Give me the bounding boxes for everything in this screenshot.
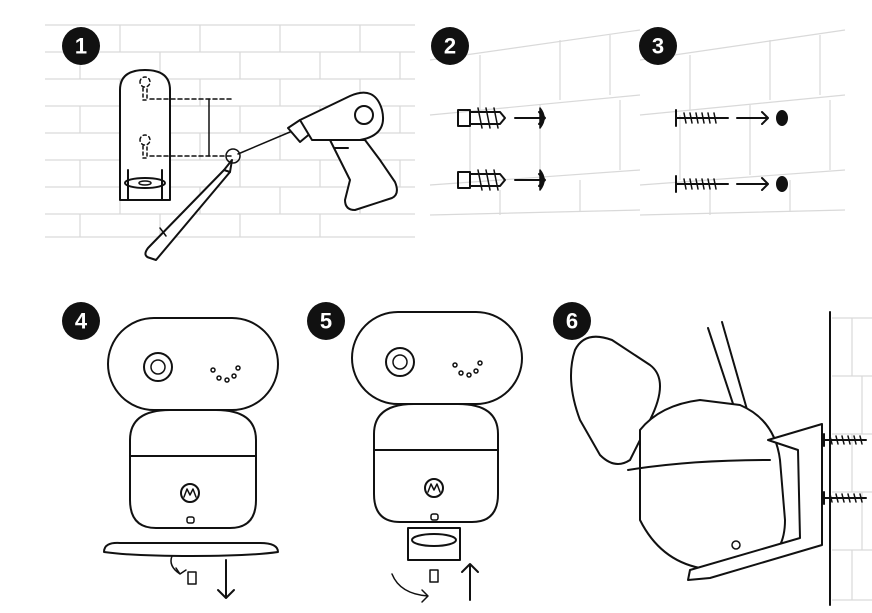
drilled-hole: [539, 169, 545, 191]
step-5-number: 5: [320, 309, 332, 334]
screw-icon: [675, 109, 729, 127]
brick-wall-2: [429, 29, 641, 216]
measure-lines: [149, 98, 241, 164]
drill-icon: [237, 91, 398, 211]
arrow-right-icon: [736, 177, 769, 191]
step-6-panel: 6: [553, 302, 872, 606]
camera-icon: [351, 311, 523, 523]
brick-wall-3: [639, 29, 846, 216]
wall-anchor-icon: [457, 169, 506, 191]
motorola-logo-icon: [180, 483, 200, 503]
wall-anchor-icon: [457, 107, 506, 129]
camera-icon: [107, 317, 279, 529]
step-5-badge: [307, 302, 345, 340]
arrow-up-icon: [461, 563, 479, 601]
step-6-badge: [553, 302, 591, 340]
screw-icon: [823, 433, 867, 447]
step-1-number: 1: [75, 34, 87, 59]
camera-base: [391, 527, 479, 603]
arrow-right-icon: [736, 111, 769, 125]
step-4-number: 4: [75, 309, 88, 334]
step-6-number: 6: [566, 309, 578, 334]
pencil-icon: [144, 159, 233, 261]
hole-plug: [776, 110, 788, 126]
step-3-number: 3: [652, 34, 664, 59]
screw-icon: [675, 175, 729, 193]
step-1-badge: [62, 27, 100, 65]
step-2-number: 2: [444, 34, 456, 59]
step-4-badge: [62, 302, 100, 340]
step-2-badge: [431, 27, 469, 65]
step-5-panel: 5: [307, 302, 523, 603]
step-4-panel: 4: [62, 302, 279, 599]
brick-wall-6: [832, 317, 872, 601]
arrow-down-icon: [217, 559, 235, 599]
screw-icon: [823, 491, 867, 505]
motorola-logo-icon: [424, 478, 444, 498]
step-3-badge: [639, 27, 677, 65]
camera-base: [103, 541, 279, 599]
step-1-panel: 1: [45, 24, 415, 261]
camera-icon: [570, 321, 823, 581]
drilled-hole: [539, 107, 545, 129]
step-3-panel: 3: [639, 27, 846, 216]
hole-plug: [776, 176, 788, 192]
step-2-panel: 2: [429, 27, 641, 216]
mount-bracket-icon: [119, 69, 171, 201]
